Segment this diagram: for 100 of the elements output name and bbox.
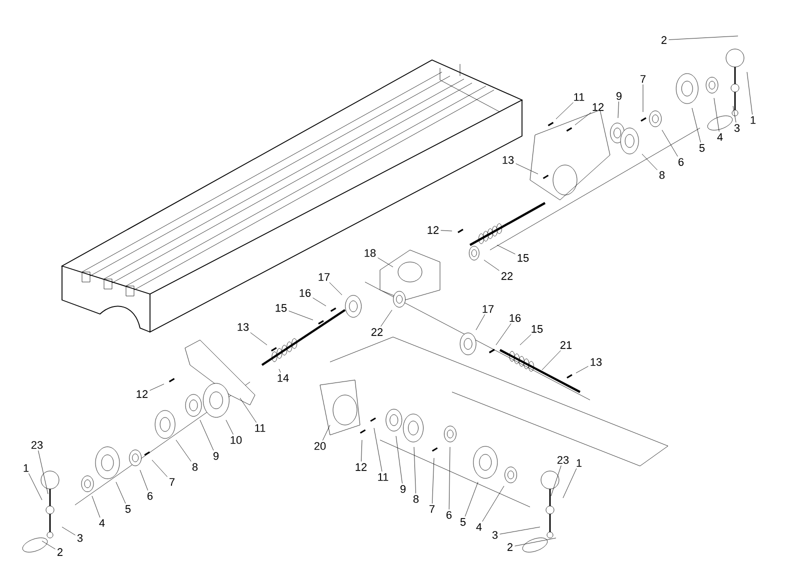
callout-number: 4 (99, 519, 105, 527)
callout-number: 1 (24, 464, 29, 472)
leader-line (574, 112, 592, 126)
callout-number: 7 (170, 478, 174, 486)
callout-number: 21 (560, 341, 572, 349)
leader-line (484, 260, 500, 271)
leader-line (516, 163, 538, 174)
callout-number: 6 (148, 492, 153, 500)
leader-line (62, 526, 76, 536)
leader-line (361, 440, 362, 462)
callout-number: 12 (428, 226, 439, 234)
leader-line (542, 350, 561, 370)
leader-line (378, 258, 394, 268)
callout-number: 9 (616, 92, 622, 100)
leader-line (618, 101, 619, 118)
callout-number: 17 (318, 273, 330, 281)
leader-line (440, 230, 452, 232)
leader-line (116, 482, 126, 504)
leader-line (150, 384, 164, 391)
callout-number: 6 (446, 511, 452, 519)
callout-number: 4 (476, 523, 482, 531)
leader-line (414, 446, 416, 494)
callout-number: 20 (314, 442, 326, 450)
callout-number: 16 (510, 314, 521, 322)
leader-line (38, 450, 48, 494)
leader-line (732, 106, 736, 123)
leader-line (176, 440, 192, 462)
leader-line (226, 420, 234, 435)
callout-number: 1 (750, 116, 756, 124)
callout-number: 7 (640, 75, 646, 83)
leader-line (476, 314, 486, 330)
leader-line (380, 310, 392, 327)
callout-number: 9 (400, 485, 406, 493)
callout-number: 17 (482, 305, 494, 313)
callout-number: 15 (532, 325, 543, 333)
leader-line (250, 332, 268, 346)
callout-number: 13 (238, 323, 249, 331)
leader-line (464, 482, 478, 517)
callout-number: 11 (574, 93, 584, 101)
leader-line (92, 496, 100, 518)
leader-line (520, 334, 532, 346)
callout-number: 5 (125, 505, 131, 513)
callout-number: 11 (255, 424, 266, 432)
callout-number: 14 (278, 374, 289, 382)
leader-line (140, 470, 148, 491)
leader-line (642, 154, 658, 170)
callout-number: 3 (734, 124, 740, 132)
leader-line (278, 368, 281, 373)
callout-number: 2 (58, 548, 62, 556)
leader-line (662, 130, 678, 157)
callout-number: 1 (576, 459, 582, 467)
callout-number: 6 (678, 158, 684, 166)
callout-number: 5 (699, 144, 705, 152)
callout-number: 2 (508, 543, 512, 551)
leader-line (240, 398, 257, 423)
callout-number: 12 (592, 103, 604, 111)
leader-line (42, 540, 56, 550)
leader-line (200, 420, 214, 451)
callout-number: 16 (300, 289, 311, 297)
leader-line (642, 84, 644, 112)
callout-number: 11 (378, 473, 388, 481)
callout-number: 8 (413, 495, 419, 503)
callout-number: 9 (213, 452, 219, 460)
callout-number: 23 (557, 456, 569, 464)
callout-number: 4 (717, 133, 723, 141)
callout-number: 7 (430, 505, 434, 513)
callout-number: 15 (276, 304, 287, 312)
callout-number: 13 (502, 156, 514, 164)
callout-number: 12 (136, 390, 148, 398)
callout-number: 8 (659, 171, 665, 179)
leader-line (692, 108, 701, 143)
leader-line (448, 446, 450, 510)
leader-line (496, 244, 516, 254)
leader-line (329, 282, 342, 296)
leader-line (432, 458, 434, 504)
leader-line (514, 538, 556, 546)
leader-line (152, 460, 168, 477)
leader-line (374, 428, 382, 472)
leader-line (746, 72, 753, 115)
leader-line (496, 323, 512, 346)
leader-line (482, 486, 504, 522)
leader-line (668, 36, 738, 40)
callout-number: 23 (31, 441, 43, 449)
callout-number: 5 (460, 518, 466, 526)
leader-line (714, 98, 720, 132)
leader-line (322, 424, 330, 441)
callout-number: 8 (192, 463, 198, 471)
leader-line (550, 465, 562, 496)
callout-number: 22 (501, 272, 513, 280)
leader-line (556, 102, 574, 120)
leader-line (396, 436, 402, 484)
callout-number: 22 (371, 328, 383, 336)
callout-number: 15 (518, 254, 529, 262)
callout-number: 10 (230, 436, 242, 444)
callout-number: 3 (77, 534, 83, 542)
leader-line (288, 310, 314, 320)
callout-number: 3 (492, 531, 498, 539)
leader-line (562, 468, 577, 498)
callout-number: 2 (662, 36, 666, 44)
leader-line (28, 473, 42, 500)
